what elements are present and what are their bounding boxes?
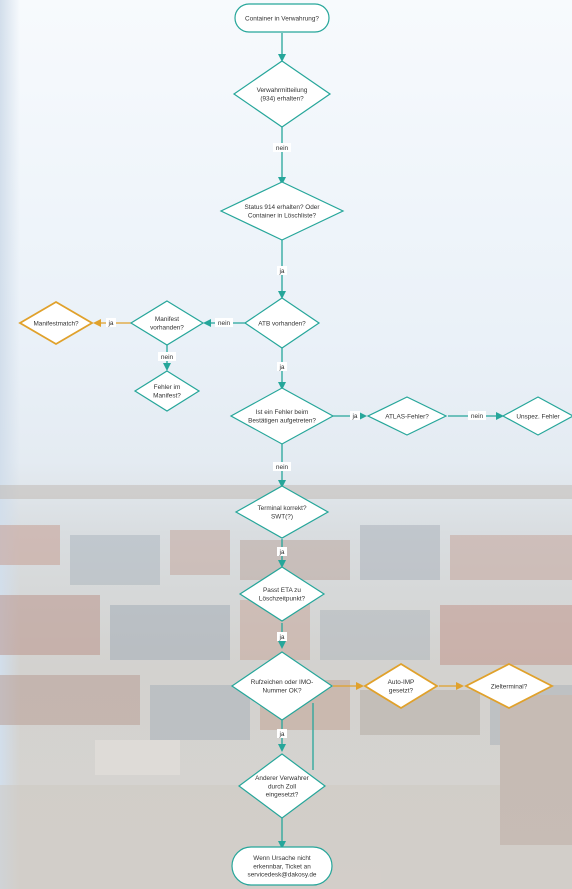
node-d-atlas: ATLAS-Fehler? bbox=[366, 396, 448, 436]
edge-label-atb-nein: nein bbox=[215, 318, 233, 327]
node-d-atb: ATB vorhanden? bbox=[243, 297, 321, 349]
node-shape bbox=[243, 297, 321, 349]
edge-label-text: ja bbox=[278, 364, 284, 371]
node-shape bbox=[464, 662, 554, 710]
node-shape bbox=[18, 300, 94, 346]
edge-label-ruf-ja: ja bbox=[277, 729, 287, 738]
node-label-line: Zielterminal? bbox=[491, 683, 528, 690]
node-shape bbox=[129, 300, 205, 346]
node-label-line: Unspez. Fehler bbox=[516, 413, 560, 420]
node-label-line: eingesetzt? bbox=[266, 792, 299, 799]
node-label-line: erkennbar, Ticket an bbox=[253, 863, 311, 870]
edge-label-fehler-nein: nein bbox=[273, 462, 291, 471]
node-label-line: Container in Löschliste? bbox=[248, 212, 317, 219]
edge-label-atb-ja: ja bbox=[277, 362, 287, 371]
node-r-unspez: Unspez. Fehler bbox=[501, 396, 572, 436]
node-label-line: ATLAS-Fehler? bbox=[385, 413, 429, 420]
edge-labels: nein ja nein ja nein ja ja nein nein ja … bbox=[106, 143, 486, 738]
container-port-background bbox=[0, 485, 572, 889]
node-shape bbox=[232, 60, 332, 128]
edge-label-text: ja bbox=[107, 320, 113, 327]
background-left-edge bbox=[0, 0, 20, 889]
node-d-terminal: Terminal korrekt?SWT(?) bbox=[234, 485, 330, 539]
node-label-line: gesetzt? bbox=[389, 687, 414, 694]
node-label-line: Manifestmatch? bbox=[33, 320, 79, 327]
edge-label-verwahr-nein: nein bbox=[273, 143, 291, 152]
node-d-manifestmatch: Manifestmatch? bbox=[18, 300, 94, 346]
node-label-line: Rufzeichen oder IMO- bbox=[251, 679, 314, 686]
node-label-line: Fehler im bbox=[154, 384, 181, 391]
node-shape bbox=[234, 485, 330, 539]
connectors bbox=[93, 33, 504, 849]
node-label-line: Auto-IMP bbox=[388, 679, 415, 686]
node-d-zielterminal: Zielterminal? bbox=[464, 662, 554, 710]
node-start: Container in Verwahrung? bbox=[234, 3, 330, 33]
node-label-line: Manifest? bbox=[153, 392, 181, 399]
nodes: Container in Verwahrung? Verwahrmitteilun… bbox=[18, 3, 572, 886]
node-label-line: vorhanden? bbox=[150, 324, 184, 331]
node-d-rufzeichen: Rufzeichen oder IMO-Nummer OK? bbox=[230, 651, 334, 721]
node-label-line: SWT(?) bbox=[271, 513, 293, 520]
node-shape bbox=[234, 3, 330, 33]
node-label-line: Löschzeitpunkt? bbox=[259, 595, 306, 602]
node-label-line: Container in Verwahrung? bbox=[245, 15, 319, 22]
edge-label-text: ja bbox=[278, 634, 284, 641]
edge-label-text: nein bbox=[161, 354, 174, 361]
node-label-line: Status 914 erhalten? Oder bbox=[245, 204, 321, 211]
edge-label-manifest-nein: nein bbox=[158, 352, 176, 361]
node-label-line: Anderer Verwahrer bbox=[255, 775, 310, 782]
node-label-line: Passt ETA zu bbox=[263, 587, 301, 594]
node-shape bbox=[501, 396, 572, 436]
edge-label-text: ja bbox=[278, 268, 284, 275]
edge-label-text: nein bbox=[218, 320, 231, 327]
node-d-verwahr: Verwahrmitteilung(934) erhalten? bbox=[232, 60, 332, 128]
node-label-line: servicedesk@dakosy.de bbox=[248, 872, 317, 879]
node-shape bbox=[229, 387, 335, 445]
node-label-line: Ist ein Fehler beim bbox=[256, 409, 309, 416]
edge-label-atlas-nein: nein bbox=[468, 411, 486, 420]
edge-label-text: nein bbox=[276, 464, 289, 471]
node-label-line: (934) erhalten? bbox=[260, 95, 304, 102]
node-shape bbox=[219, 181, 345, 241]
node-label-line: durch Zoll bbox=[268, 783, 296, 790]
node-label-line: Manifest bbox=[155, 316, 179, 323]
edge-label-text: ja bbox=[351, 413, 357, 420]
edge-label-text: nein bbox=[471, 413, 484, 420]
node-shape bbox=[230, 651, 334, 721]
edge-label-text: ja bbox=[278, 549, 284, 556]
node-label-line: ATB vorhanden? bbox=[258, 320, 306, 327]
node-shape bbox=[237, 753, 327, 819]
node-label-line: Verwahrmitteilung bbox=[257, 87, 308, 94]
edge-label-text: ja bbox=[278, 731, 284, 738]
node-label-line: Wenn Ursache nicht bbox=[253, 855, 311, 862]
node-label-line: Bestätigen aufgetreten? bbox=[248, 417, 316, 424]
edge-label-status-ja: ja bbox=[277, 266, 287, 275]
node-label-line: Nummer OK? bbox=[262, 687, 302, 694]
edge-label-eta-ja: ja bbox=[277, 632, 287, 641]
node-shape bbox=[133, 370, 201, 412]
edge-label-fehler-ja: ja bbox=[350, 411, 360, 420]
edge-label-terminal-ja: ja bbox=[277, 547, 287, 556]
edge-label-manifest-ja: ja bbox=[106, 318, 116, 327]
edge-label-text: nein bbox=[276, 145, 289, 152]
node-shape bbox=[363, 662, 439, 710]
node-shape bbox=[231, 846, 333, 886]
node-label-line: Terminal korrekt? bbox=[257, 505, 306, 512]
node-shape bbox=[238, 566, 326, 622]
node-shape bbox=[366, 396, 448, 436]
